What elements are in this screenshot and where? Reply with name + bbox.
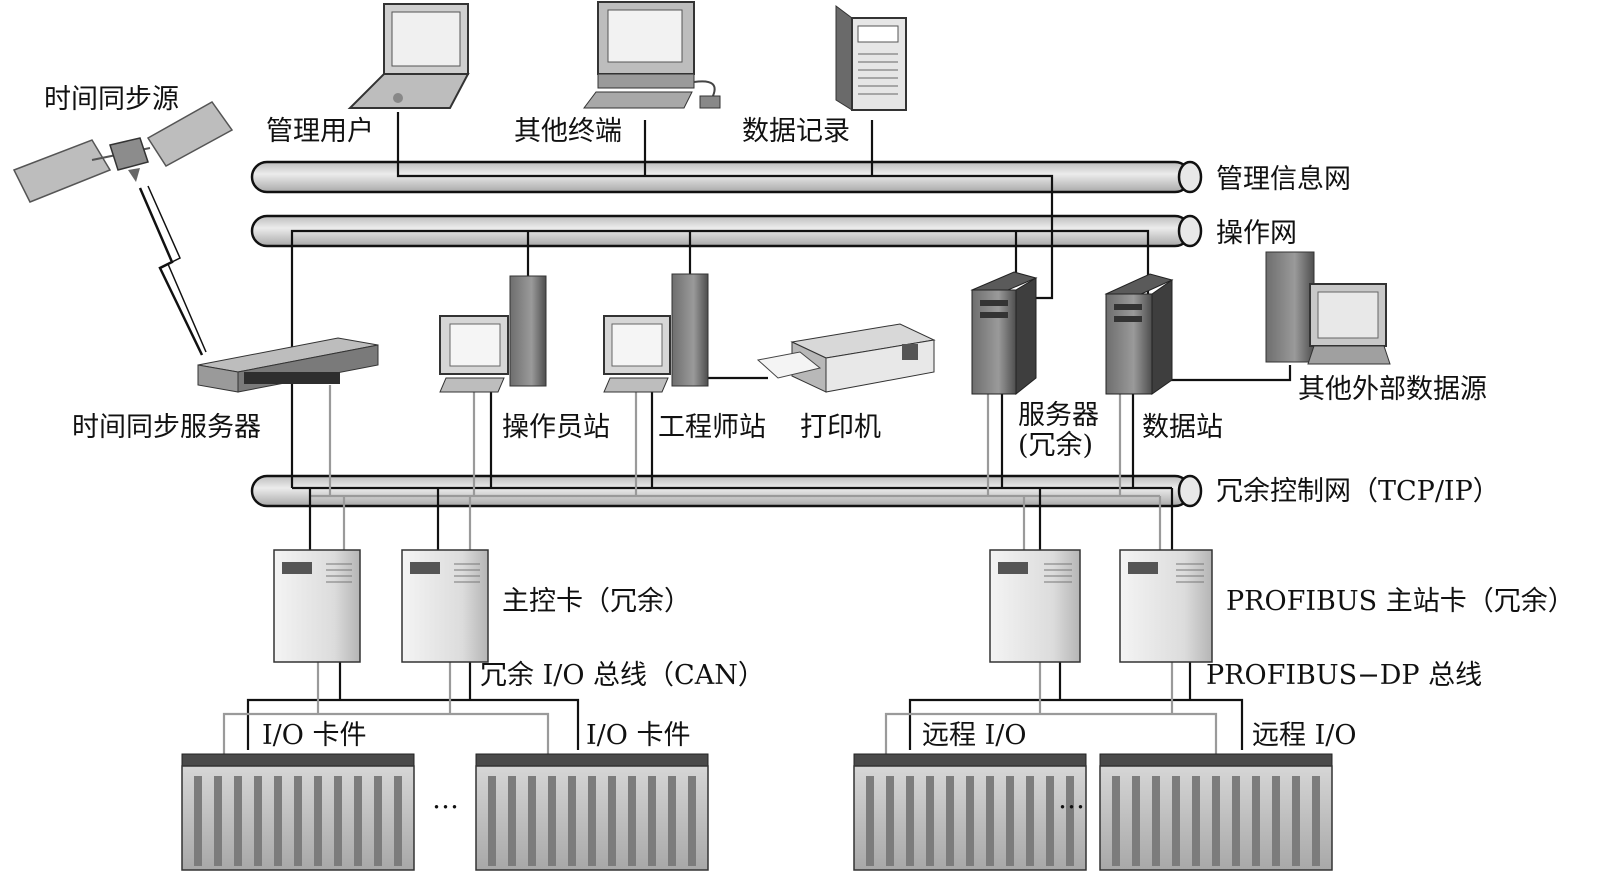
satellite-icon bbox=[12, 101, 234, 356]
admin-user-label: 管理用户 bbox=[266, 116, 374, 147]
profibus-card-icons bbox=[989, 549, 1213, 663]
external-source-label: 其他外部数据源 bbox=[1298, 374, 1487, 405]
io-card-label-2: I/O 卡件 bbox=[586, 720, 691, 751]
control-network-pipe bbox=[250, 474, 1203, 508]
external-source-icon bbox=[1265, 251, 1391, 365]
ellipsis-left: … bbox=[432, 784, 459, 815]
op-network-label: 操作网 bbox=[1216, 218, 1297, 249]
data-station-icon bbox=[1104, 273, 1174, 395]
server-label-line1: 服务器 bbox=[1018, 400, 1099, 431]
time-server-device bbox=[197, 337, 379, 393]
main-card-icons bbox=[273, 549, 489, 663]
printer-icon bbox=[756, 323, 936, 393]
engineer-station-icon bbox=[603, 273, 709, 393]
desktop-terminal-icon bbox=[583, 1, 721, 109]
io-rack-1 bbox=[181, 753, 415, 871]
io-rack-2 bbox=[475, 753, 709, 871]
mgmt-network-label: 管理信息网 bbox=[1216, 164, 1351, 195]
time-server-label: 时间同步服务器 bbox=[72, 412, 261, 443]
io-rack-4 bbox=[1099, 753, 1333, 871]
io-bus-label: 冗余 I/O 总线（CAN） bbox=[480, 660, 765, 691]
operator-station-icon bbox=[439, 275, 547, 393]
engineer-station-label: 工程师站 bbox=[658, 412, 766, 443]
io-racks bbox=[181, 753, 1333, 871]
remote-io-label-1: 远程 I/O bbox=[922, 720, 1027, 751]
io-card-label-1: I/O 卡件 bbox=[262, 720, 367, 751]
other-terminal-label: 其他终端 bbox=[514, 116, 622, 147]
laptop-icon bbox=[347, 3, 470, 109]
data-record-icon bbox=[835, 5, 907, 111]
remote-io-label-2: 远程 I/O bbox=[1252, 720, 1357, 751]
control-network-label: 冗余控制网（TCP/IP） bbox=[1216, 476, 1500, 507]
profibus-bus-label: PROFIBUS−DP 总线 bbox=[1206, 660, 1483, 691]
connection-lines bbox=[222, 112, 1292, 756]
server-icon bbox=[970, 271, 1038, 396]
io-rack-3 bbox=[853, 753, 1087, 871]
time-source-label: 时间同步源 bbox=[44, 84, 179, 115]
printer-label: 打印机 bbox=[800, 412, 881, 443]
server-label-line2: (冗余) bbox=[1018, 430, 1094, 461]
data-station-label: 数据站 bbox=[1142, 412, 1223, 443]
data-record-label: 数据记录 bbox=[742, 116, 850, 147]
profibus-master-label: PROFIBUS 主站卡（冗余） bbox=[1226, 586, 1575, 617]
ellipsis-right: … bbox=[1058, 784, 1085, 815]
operator-station-label: 操作员站 bbox=[502, 412, 610, 443]
main-card-label: 主控卡（冗余） bbox=[502, 586, 691, 617]
